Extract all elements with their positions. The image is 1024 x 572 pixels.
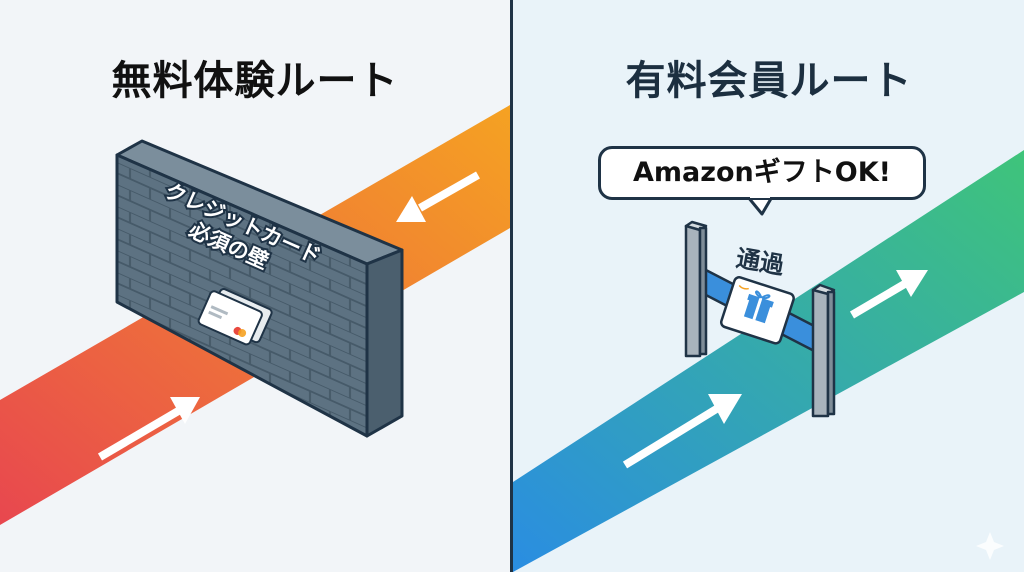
credit-card-icon — [197, 288, 273, 346]
right-title: 有料会員ルート — [625, 58, 913, 104]
left-title: 無料体験ルート — [111, 58, 399, 104]
arrow-icon — [849, 270, 928, 319]
speech-bubble: AmazonギフトOK! — [598, 146, 926, 200]
right-road — [513, 150, 1024, 572]
arrow-icon — [97, 397, 200, 461]
arrow-icon — [396, 171, 480, 222]
brick-wall-icon — [115, 139, 404, 438]
divider — [510, 0, 513, 572]
gift-card-icon — [719, 276, 795, 345]
sparkle-icon — [976, 532, 1004, 560]
arrow-icon — [622, 394, 742, 469]
